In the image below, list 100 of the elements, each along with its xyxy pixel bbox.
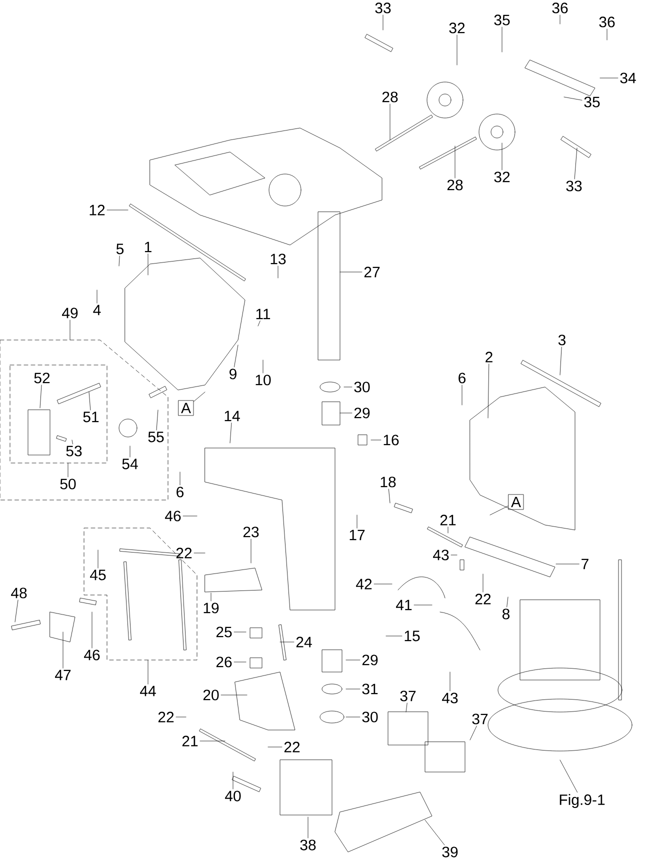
callout-number: 43 <box>442 692 458 704</box>
callout-number: 22 <box>284 742 300 752</box>
leader-line <box>490 506 508 516</box>
leader-line <box>118 256 120 266</box>
leader-line <box>156 410 158 430</box>
callout-number: 5 <box>116 244 124 254</box>
leader-line <box>454 146 456 178</box>
leader-line <box>406 702 408 712</box>
callout-number: 19 <box>204 602 219 614</box>
callout-number: 49 <box>62 308 78 318</box>
leader-line <box>414 604 432 606</box>
callout-number: 16 <box>384 434 399 446</box>
callout-number: 46 <box>165 510 181 522</box>
group-frame <box>10 364 108 464</box>
callout-number: 30 <box>362 712 378 722</box>
callout-number: 33 <box>375 2 391 14</box>
callout-number: 23 <box>243 526 259 538</box>
callout-number: 36 <box>599 16 615 28</box>
callout-number: 22 <box>475 594 491 604</box>
leader-line <box>450 554 458 556</box>
leader-line <box>200 740 226 742</box>
leader-line <box>564 96 582 100</box>
callout-number: 32 <box>494 172 510 182</box>
leader-line <box>344 386 352 388</box>
leader-line <box>268 746 282 748</box>
callout-number: 29 <box>362 654 378 666</box>
callout-number: 20 <box>203 690 219 700</box>
callout-number: 17 <box>350 530 365 540</box>
group-frame <box>84 528 198 660</box>
callout-number: 15 <box>404 630 420 642</box>
callout-number: 35 <box>584 96 600 108</box>
leader-line <box>176 716 186 718</box>
callout-number: 14 <box>224 410 240 422</box>
callout-number: 37 <box>472 714 488 724</box>
leader-line <box>382 14 384 30</box>
leader-line <box>210 592 212 602</box>
leader-line <box>560 760 578 793</box>
callout-number: 13 <box>270 254 286 264</box>
leader-line <box>356 514 358 528</box>
callout-number: 48 <box>11 588 27 598</box>
leader-line <box>40 384 42 408</box>
leader-line <box>234 344 238 368</box>
leader-line <box>194 392 206 402</box>
callout-number: 2 <box>486 352 492 362</box>
callout-number: 46 <box>84 650 100 660</box>
leader-line <box>262 360 264 374</box>
leader-line <box>388 488 390 504</box>
callout-number: 28 <box>382 92 398 102</box>
callout-number: 26 <box>216 656 232 668</box>
callout-number: 41 <box>396 600 412 610</box>
leader-line <box>220 694 248 696</box>
callout-number: 6 <box>176 486 184 498</box>
callout-number: 43 <box>433 550 449 560</box>
callout-number: 36 <box>552 2 568 14</box>
callout-number: 32 <box>449 22 465 34</box>
callout-number: 10 <box>256 374 271 386</box>
leader-line <box>482 574 484 592</box>
leader-line <box>340 412 352 414</box>
callout-number: 18 <box>380 476 396 488</box>
leader-line <box>14 600 18 622</box>
callout-number: 55 <box>148 432 164 442</box>
callout-number: 39 <box>442 846 458 858</box>
callout-number: 22 <box>176 548 192 558</box>
callout-number: 21 <box>440 514 456 526</box>
callout-number: 24 <box>296 636 312 648</box>
callout-number: 27 <box>364 266 380 278</box>
callout-number: 7 <box>582 558 588 570</box>
group-frame <box>0 340 168 500</box>
callout-number: 33 <box>566 180 582 192</box>
leader-line <box>560 346 562 376</box>
callout-number: 28 <box>447 180 463 190</box>
callout-number: 35 <box>494 14 510 26</box>
callout-number: 3 <box>558 334 566 346</box>
callout-number: 21 <box>182 736 198 746</box>
callout-number: 25 <box>216 626 232 638</box>
callout-number: 37 <box>400 690 416 702</box>
callout-number: 51 <box>83 412 99 422</box>
callout-number: 40 <box>225 790 241 802</box>
callout-number: 47 <box>55 670 71 680</box>
callout-number: 44 <box>140 686 156 696</box>
callout-number: 8 <box>502 608 510 620</box>
leader-line <box>470 726 477 740</box>
leader-line <box>346 716 360 718</box>
leader-line <box>606 28 608 40</box>
leader-line <box>232 772 234 790</box>
callout-number: 52 <box>34 372 50 384</box>
callout-number: 6 <box>458 372 466 384</box>
leader-line <box>258 320 260 326</box>
callout-number: 50 <box>60 478 76 490</box>
callout-number: 1 <box>144 242 152 252</box>
callout-number: 9 <box>230 368 236 380</box>
leader-line <box>456 34 458 66</box>
callout-number: 22 <box>158 712 174 722</box>
callout-number: 54 <box>122 458 138 470</box>
leader-line <box>488 364 490 418</box>
callout-number: 30 <box>354 382 370 392</box>
leader-line <box>424 820 445 846</box>
callout-number: 45 <box>90 570 106 580</box>
leader-line <box>88 392 91 410</box>
leader-line <box>346 688 360 690</box>
